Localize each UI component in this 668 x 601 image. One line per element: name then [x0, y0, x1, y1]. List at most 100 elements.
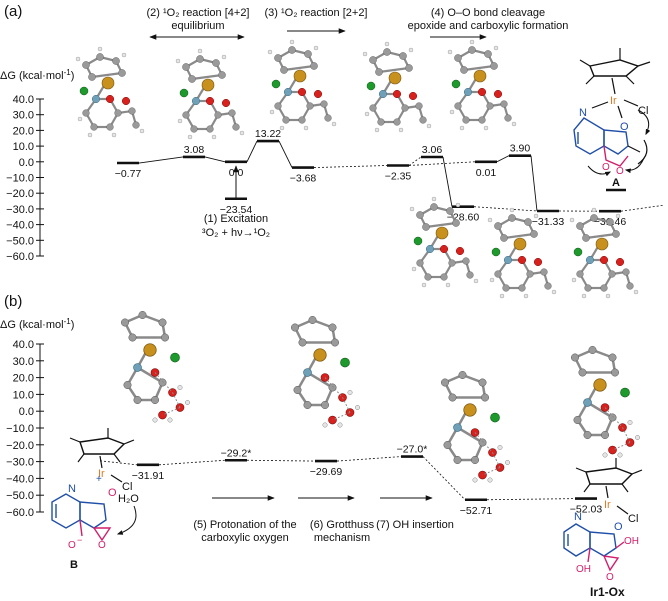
structure-a: Ir Cl N O O O A — [573, 48, 651, 192]
profile-connector-dashed — [408, 161, 476, 166]
y-tick-label: 30.0 — [13, 356, 34, 368]
step4-label-line2: epoxide and carboxylic formation — [408, 20, 569, 32]
cp-star-ligand-b — [69, 428, 135, 463]
profile-connector-dashed — [313, 165, 388, 168]
epoxide-oxygen-product: O — [606, 572, 614, 583]
y-tick-label: −20.0 — [6, 440, 34, 452]
y-tick-label: −10.0 — [6, 173, 34, 185]
minus-charge-b: − — [77, 535, 82, 545]
y-tick-label: 0.0 — [19, 157, 34, 169]
molecule-model-a5 — [446, 38, 518, 132]
energy-level-label: −3.68 — [290, 173, 317, 185]
energy-level-label: 3.08 — [184, 144, 205, 156]
energy-level-label: 13.22 — [255, 128, 281, 140]
y-tick-label: −40.0 — [6, 220, 34, 232]
y-tick-label: 30.0 — [13, 110, 34, 122]
structure-b: Ir Cl + N O O − O H₂O B — [51, 428, 139, 571]
molecule-model-b2 — [290, 315, 361, 429]
endoperoxide-a — [603, 145, 629, 167]
energy-level-label: −23.54 — [220, 204, 253, 216]
structure-a-label: A — [612, 177, 620, 189]
quinoline-rings-b — [51, 493, 107, 529]
molecule-model-a3 — [266, 38, 338, 132]
energy-level-label: −31.91 — [132, 470, 165, 482]
nitrogen-symbol-a: N — [579, 107, 587, 119]
chloride-symbol-a: Cl — [638, 105, 648, 117]
step3-label: (3) ¹O₂ reaction [2+2] — [264, 7, 367, 19]
epoxide-product — [587, 541, 625, 572]
profile-connector — [204, 156, 226, 163]
step2-label-line1: (2) ¹O₂ reaction [4+2] — [146, 7, 249, 19]
y-tick-label: −50.0 — [6, 490, 34, 502]
cp-star-ligand-product — [575, 458, 643, 493]
structure-ir1-ox: Ir Cl N O OH OH O Ir1-Ox — [563, 458, 643, 599]
y-tick-label: 20.0 — [13, 125, 34, 137]
y-tick-label: −30.0 — [6, 204, 34, 216]
step5-label-line1: (5) Protonation of the — [193, 519, 296, 531]
profile-connector-dashed — [473, 206, 538, 212]
curved-arrow-a3 — [637, 109, 651, 136]
y-tick-label: −60.0 — [6, 251, 34, 263]
molecule-model-b3 — [440, 370, 511, 484]
profile-connector — [246, 140, 258, 162]
panel-a-axis-label: ΔG (kcal·mol-1) — [0, 68, 74, 82]
oxygen-symbol-b: O — [108, 487, 117, 499]
hydroxyl-product-2: OH — [576, 564, 591, 575]
panel-b: (b) ΔG (kcal·mol-1) 40.030.020.010.00.0−… — [0, 293, 643, 599]
oxygen-symbol-a: O — [620, 121, 629, 133]
y-tick-label: −20.0 — [6, 188, 34, 200]
water-label: H₂O — [118, 493, 139, 505]
step4-label-line1: (4) O–O bond cleavage — [431, 7, 545, 19]
quinoline-rings-a — [573, 117, 629, 155]
product-label: Ir1-Ox — [590, 585, 625, 599]
energy-level-label: 3.06 — [422, 144, 443, 156]
energy-level-label: −29.69 — [310, 466, 343, 478]
chloride-symbol-product: Cl — [628, 513, 638, 525]
iridium-symbol-a: Ir — [610, 95, 617, 107]
quinoline-rings-product — [563, 523, 617, 557]
panel-a-letter: (a) — [4, 3, 22, 20]
chloride-symbol-b: Cl — [122, 481, 132, 493]
energy-level-label: −29.2* — [221, 447, 252, 459]
profile-connector-dashed — [620, 204, 665, 212]
y-tick-label: −50.0 — [6, 235, 34, 247]
step7-label: (7) OH insertion — [376, 519, 454, 531]
profile-connector — [442, 156, 453, 207]
panel-a: (a) ΔG (kcal·mol-1) 40.0 30.0 20.0 10.0 0.0 −… — [0, 3, 665, 300]
energy-level-label: −52.03 — [570, 504, 603, 516]
iridium-symbol-b: Ir — [98, 468, 105, 480]
panel-b-letter: (b) — [4, 293, 22, 310]
y-tick-label: 10.0 — [13, 141, 34, 153]
curved-arrow-a1 — [587, 165, 612, 177]
y-tick-label: −40.0 — [6, 473, 34, 485]
panel-a-y-axis: 40.0 30.0 20.0 10.0 0.0 −10.0 −20.0 −30.0 −40.0 −… — [6, 94, 44, 263]
energy-level-label: −0.77 — [115, 168, 142, 180]
molecule-models-a — [74, 38, 640, 300]
y-tick-label: 40.0 — [13, 94, 34, 106]
y-tick-label: −30.0 — [6, 457, 34, 469]
step6-label-line1: (6) Grotthuss — [310, 519, 375, 531]
molecule-models-b — [120, 310, 641, 484]
peroxide-oxygen-a2: O — [616, 166, 624, 177]
profile-connector-dashed — [99, 460, 138, 466]
y-tick-label: 0.0 — [19, 406, 34, 418]
profile-connector-dashed — [246, 459, 316, 462]
peroxide-oxygen-a1: O — [602, 162, 610, 173]
y-tick-label: 20.0 — [13, 373, 34, 385]
panel-b-axis-label: ΔG (kcal·mol-1) — [0, 317, 74, 331]
molecule-model-a2 — [174, 47, 246, 141]
profile-connector — [530, 155, 538, 212]
carboxylate-oxygen-b: O — [68, 540, 76, 551]
y-tick-label: −10.0 — [6, 423, 34, 435]
profile-connector — [278, 140, 293, 168]
hydroxyl-product-1: OH — [624, 536, 639, 547]
step1-label-line1: (1) Excitation — [204, 213, 268, 225]
energy-level-label: −2.35 — [385, 170, 412, 182]
step6-label-line2: mechanism — [314, 532, 370, 544]
nitrogen-symbol-product: N — [574, 511, 582, 523]
epoxide-oxygen-b: O — [98, 540, 106, 551]
step5-label-line2: carboxylic oxygen — [201, 532, 288, 544]
curved-arrow-a2 — [624, 157, 645, 174]
molecule-model-a4 — [361, 40, 433, 134]
